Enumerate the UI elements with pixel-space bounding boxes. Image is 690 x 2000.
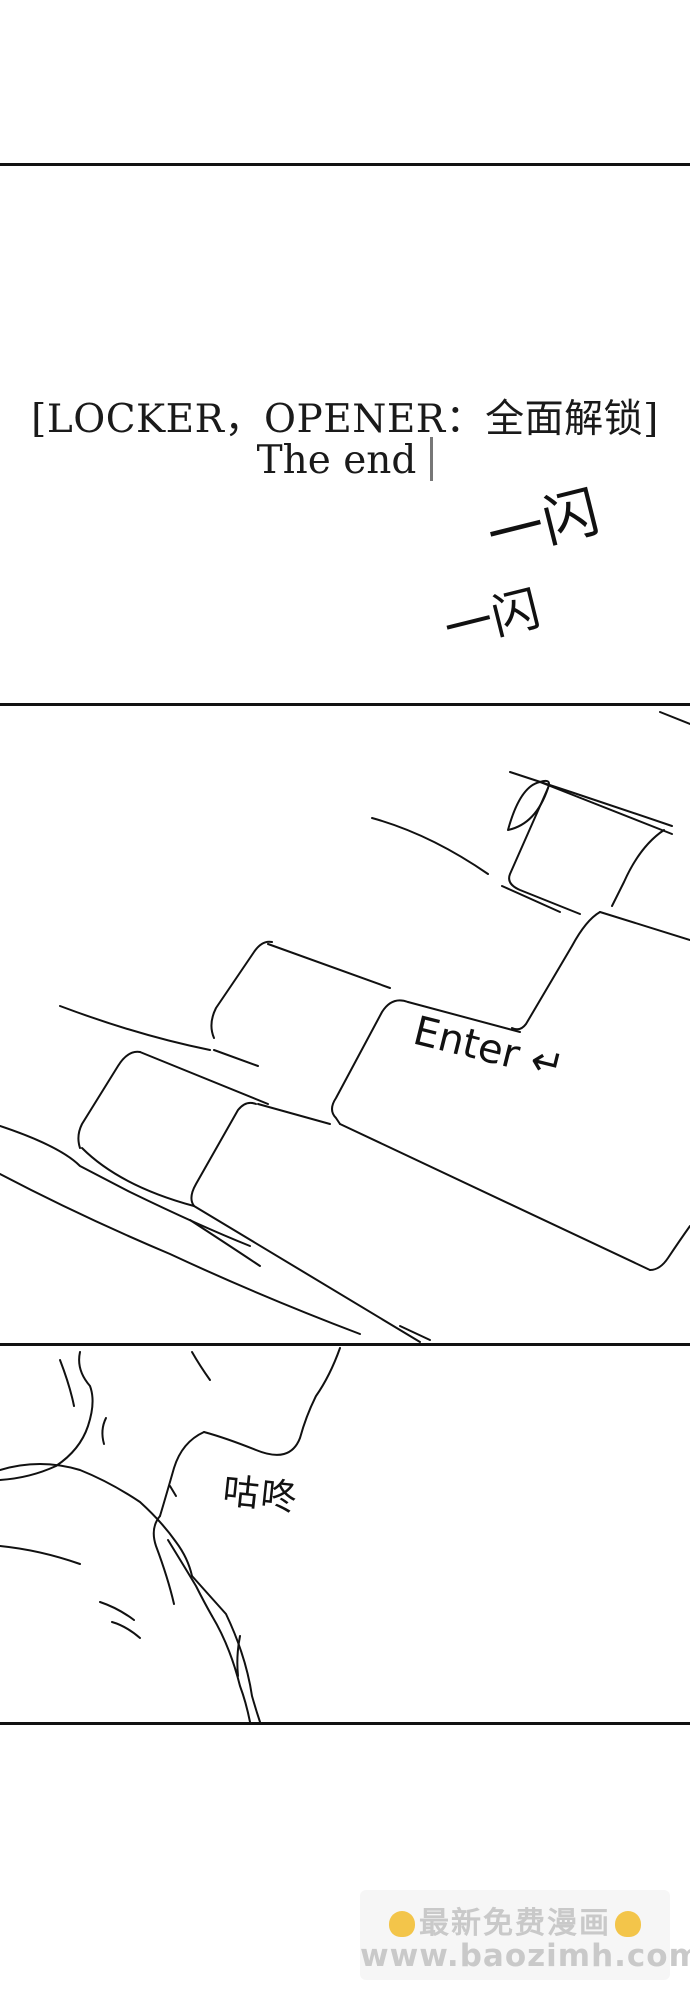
text-cursor (430, 437, 434, 481)
panel-3-bottom-border (0, 1722, 690, 1725)
caption-subtitle: The end (0, 437, 690, 483)
swallow-illustration (0, 1347, 341, 1722)
caption-title: [LOCKER，OPENER：全面解锁] (31, 397, 659, 442)
panel-1-bottom-border (0, 703, 690, 706)
caption-subtitle-text: The end (256, 438, 417, 483)
sfx-flash-small: 一闪 (438, 580, 546, 658)
keyboard-illustration (0, 711, 690, 1343)
pointing-hand-icon (615, 1911, 641, 1937)
sfx-gulp: 咕咚 (220, 1470, 301, 1520)
watermark: 最新免费漫画 www.baozimh.com (360, 1890, 690, 1980)
watermark-tagline: 最新免费漫画 (360, 1898, 670, 1942)
panel-1-top-border (0, 163, 690, 166)
watermark-tagline-text: 最新免费漫画 (419, 1906, 611, 1941)
pointing-hand-icon (389, 1911, 415, 1937)
watermark-url: www.baozimh.com (360, 1938, 690, 1974)
panel-2-bottom-border (0, 1343, 690, 1346)
